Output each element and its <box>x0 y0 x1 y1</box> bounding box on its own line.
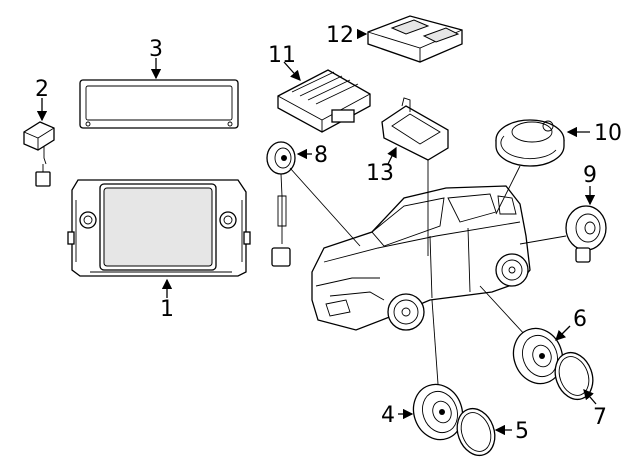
part-11-amplifier <box>277 69 371 133</box>
part-7-ring <box>554 351 594 401</box>
callout-12: 12 <box>326 23 354 48</box>
callout-10: 10 <box>594 121 622 146</box>
part-1-display-unit <box>67 179 251 277</box>
callout-7: 7 <box>593 405 607 430</box>
part-9-speaker <box>565 205 607 263</box>
vehicle-suv <box>311 185 531 331</box>
callout-1: 1 <box>160 297 174 322</box>
callout-3: 3 <box>149 37 163 62</box>
callout-5: 5 <box>515 419 529 444</box>
callout-4: 4 <box>381 403 395 428</box>
leader-13 <box>387 146 397 165</box>
part-12-control-module <box>367 15 463 63</box>
part-2-module <box>23 121 55 187</box>
leader-6 <box>555 325 571 341</box>
leader-11 <box>283 61 301 81</box>
vehicle-leader-lines <box>289 160 567 385</box>
part-10-round-unit <box>495 119 565 167</box>
part-8-tweeter <box>266 141 296 267</box>
leader-7 <box>583 389 597 405</box>
part-4-woofer <box>412 383 464 441</box>
part-5-ring <box>456 407 496 457</box>
callout-11: 11 <box>268 43 296 68</box>
callout-9: 9 <box>583 163 597 188</box>
callout-13: 13 <box>366 161 394 186</box>
part-13-bracket <box>381 97 449 161</box>
callout-6: 6 <box>573 307 587 332</box>
part-6-woofer <box>512 327 564 385</box>
callout-2: 2 <box>35 77 49 102</box>
part-3-trim-panel <box>79 79 239 129</box>
callout-8: 8 <box>314 143 328 168</box>
